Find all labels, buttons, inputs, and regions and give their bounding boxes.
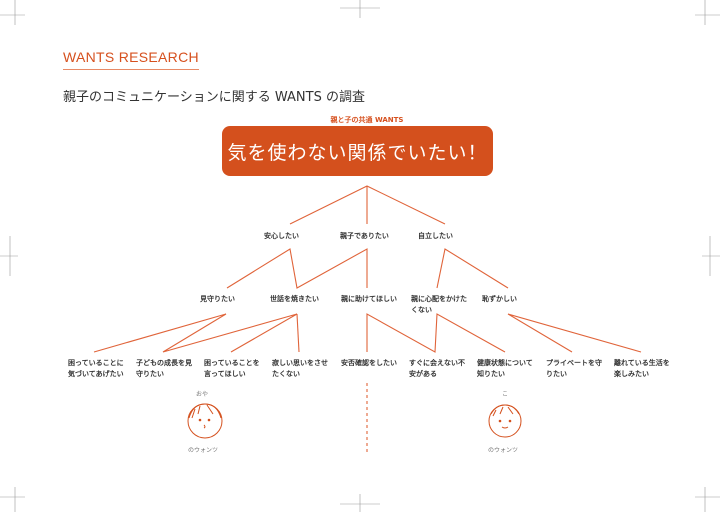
root-want-box: 気を使わない関係でいたい！	[222, 126, 493, 176]
level1-node: 親子でありたい	[340, 232, 389, 240]
child-caption: のウォンツ	[488, 447, 519, 454]
level3-node: すぐに会えない不安がある	[409, 359, 465, 378]
level2-node: 世話を焼きたい	[270, 295, 319, 303]
level3-node: 困っていることを言ってほしい	[204, 359, 260, 378]
child-label: こ	[502, 391, 509, 398]
level2-node: 親に心配をかけたくない	[411, 295, 467, 314]
title-underline	[63, 69, 199, 70]
level3-node: プライベートを守りたい	[546, 359, 602, 378]
level1-node: 自立したい	[418, 232, 453, 240]
level3-node: 寂しい思いをさせたくない	[272, 359, 328, 378]
level3-node: 健康状態について知りたい	[477, 359, 533, 378]
page-subtitle: 親子のコミュニケーションに関する WANTS の調査	[63, 90, 365, 105]
level2-node: 親に助けてほしい	[341, 295, 397, 303]
parent-face-icon	[187, 403, 223, 439]
level3-node: 困っていることに気づいてあげたい	[68, 359, 124, 378]
level2-node: 恥ずかしい	[482, 295, 517, 303]
child-face-icon	[488, 404, 522, 438]
page-title: WANTS RESEARCH	[63, 49, 199, 65]
level1-node: 安心したい	[264, 232, 299, 240]
level3-node: 安否確認をしたい	[341, 359, 397, 367]
root-caption: 親と子の共通 WANTS	[330, 116, 404, 124]
level3-node: 離れている生活を楽しみたい	[614, 359, 670, 378]
level2-node: 見守りたい	[200, 295, 235, 303]
parent-label: おや	[196, 391, 209, 398]
level3-node: 子どもの成長を見守りたい	[136, 359, 192, 378]
parent-caption: のウォンツ	[188, 447, 219, 454]
